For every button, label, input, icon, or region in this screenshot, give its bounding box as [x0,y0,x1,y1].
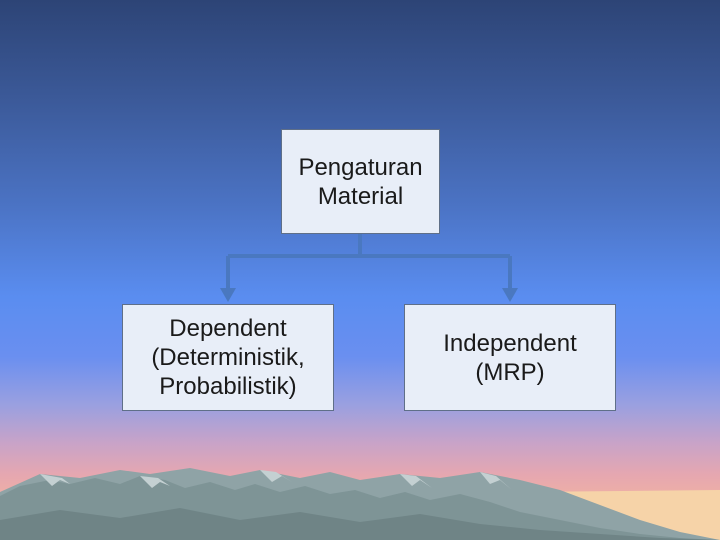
node-pengaturan-material: Pengaturan Material [281,129,440,234]
arrowhead-independent [502,288,518,302]
snow-peak [480,472,512,490]
arrowhead-dependent [220,288,236,302]
node-independent: Independent (MRP) [404,304,616,411]
node-dependent: Dependent (Deterministik, Probabilistik) [122,304,334,411]
snow-peak [400,474,432,488]
snow-peak [260,470,292,482]
node-label: Independent (MRP) [443,329,577,386]
node-label: Pengaturan Material [298,153,423,210]
snow-peak [140,476,170,488]
mountain-foreground [0,508,720,540]
snow-peak [40,474,70,486]
node-label: Dependent (Deterministik, Probabilistik) [151,315,305,400]
